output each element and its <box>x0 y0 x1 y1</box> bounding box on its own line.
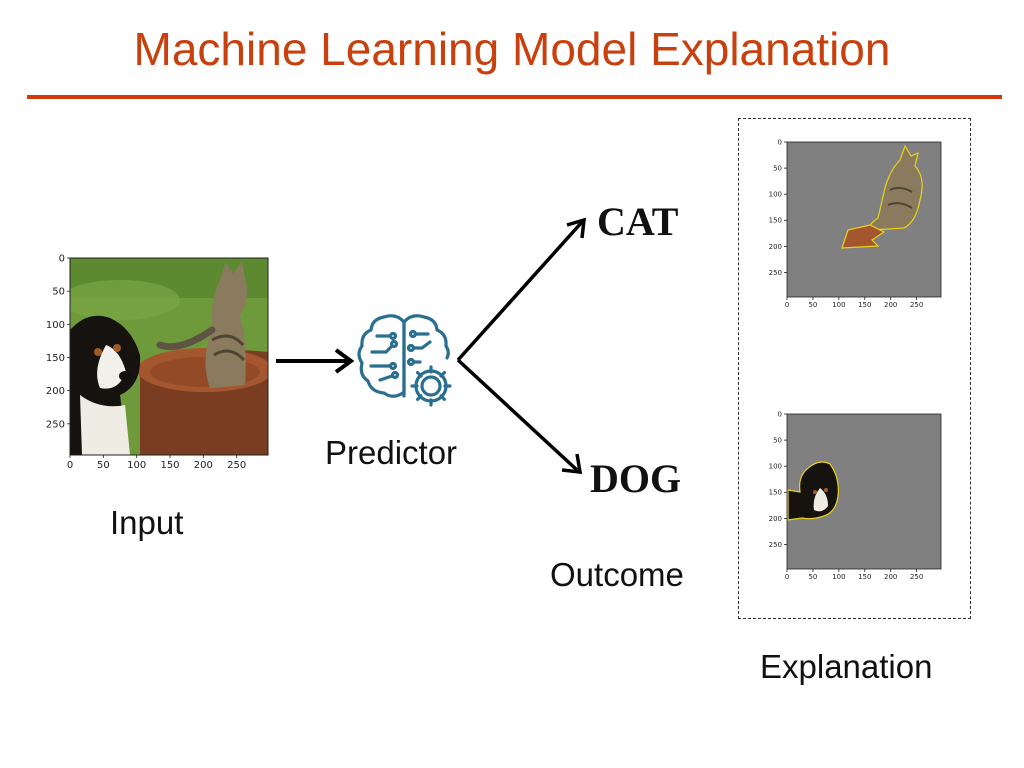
y-tick-label: 0 <box>778 138 782 146</box>
y-tick-label: 50 <box>52 287 65 298</box>
y-tick-label: 250 <box>769 269 782 277</box>
x-tick-label: 50 <box>97 460 110 471</box>
y-tick-label: 0 <box>778 410 782 418</box>
y-tick-label: 200 <box>769 243 782 251</box>
input-y-ticks: 0 50 100 150 200 250 <box>46 254 70 430</box>
explanation-box <box>738 118 971 619</box>
x-tick-label: 50 <box>808 573 817 581</box>
outcome-label: Outcome <box>550 556 684 593</box>
y-tick-label: 150 <box>769 489 782 497</box>
explanation-dog-y-ticks: 0 50 100 150 200 250 <box>769 410 787 549</box>
explanation-plot-dog: 0 50 100 150 200 250 0 50 100 150 200 250 <box>769 410 942 581</box>
y-tick-label: 250 <box>46 419 65 430</box>
brain-gear-icon <box>357 314 452 407</box>
explanation-label: Explanation <box>760 648 933 685</box>
y-tick-label: 150 <box>46 353 65 364</box>
x-tick-label: 250 <box>910 573 923 581</box>
x-tick-label: 150 <box>858 573 871 581</box>
y-tick-label: 200 <box>769 515 782 523</box>
title-underline <box>27 95 1002 99</box>
y-tick-label: 100 <box>46 320 65 331</box>
y-tick-label: 100 <box>769 463 782 471</box>
input-photo <box>70 258 268 455</box>
explanation-dog-x-ticks: 0 50 100 150 200 250 <box>785 569 923 581</box>
dog-superpixel <box>787 461 839 521</box>
explanation-cat-x-ticks: 0 50 100 150 200 250 <box>785 297 923 309</box>
outcome-cat: CAT <box>597 199 679 244</box>
cat-superpixel <box>841 144 923 249</box>
y-tick-label: 50 <box>773 165 782 173</box>
x-tick-label: 200 <box>884 573 897 581</box>
arrow-to-dog <box>456 358 583 474</box>
arrow-to-cat <box>456 217 587 362</box>
x-tick-label: 100 <box>832 573 845 581</box>
y-tick-label: 50 <box>773 437 782 445</box>
x-tick-label: 50 <box>808 301 817 309</box>
outcome-dog: DOG <box>590 456 682 501</box>
x-tick-label: 250 <box>227 460 246 471</box>
y-tick-label: 150 <box>769 217 782 225</box>
input-label: Input <box>110 504 184 541</box>
x-tick-label: 150 <box>160 460 179 471</box>
predictor-label: Predictor <box>325 434 458 471</box>
y-tick-label: 0 <box>59 254 65 265</box>
y-tick-label: 250 <box>769 541 782 549</box>
arrow-input-to-predictor <box>276 348 355 374</box>
explanation-plot-cat: 0 50 100 150 200 250 0 50 100 150 200 250 <box>769 138 942 309</box>
x-tick-label: 200 <box>884 301 897 309</box>
x-tick-label: 0 <box>785 573 789 581</box>
explanation-cat-y-ticks: 0 50 100 150 200 250 <box>769 138 787 277</box>
x-tick-label: 200 <box>194 460 213 471</box>
x-tick-label: 250 <box>910 301 923 309</box>
x-tick-label: 0 <box>67 460 73 471</box>
y-tick-label: 100 <box>769 191 782 199</box>
input-plot: 0 50 100 150 200 250 0 50 100 150 200 250 <box>46 254 269 471</box>
input-x-ticks: 0 50 100 150 200 250 <box>67 455 246 471</box>
x-tick-label: 100 <box>832 301 845 309</box>
x-tick-label: 100 <box>127 460 146 471</box>
x-tick-label: 0 <box>785 301 789 309</box>
x-tick-label: 150 <box>858 301 871 309</box>
y-tick-label: 200 <box>46 386 65 397</box>
slide-title: Machine Learning Model Explanation <box>133 23 891 75</box>
